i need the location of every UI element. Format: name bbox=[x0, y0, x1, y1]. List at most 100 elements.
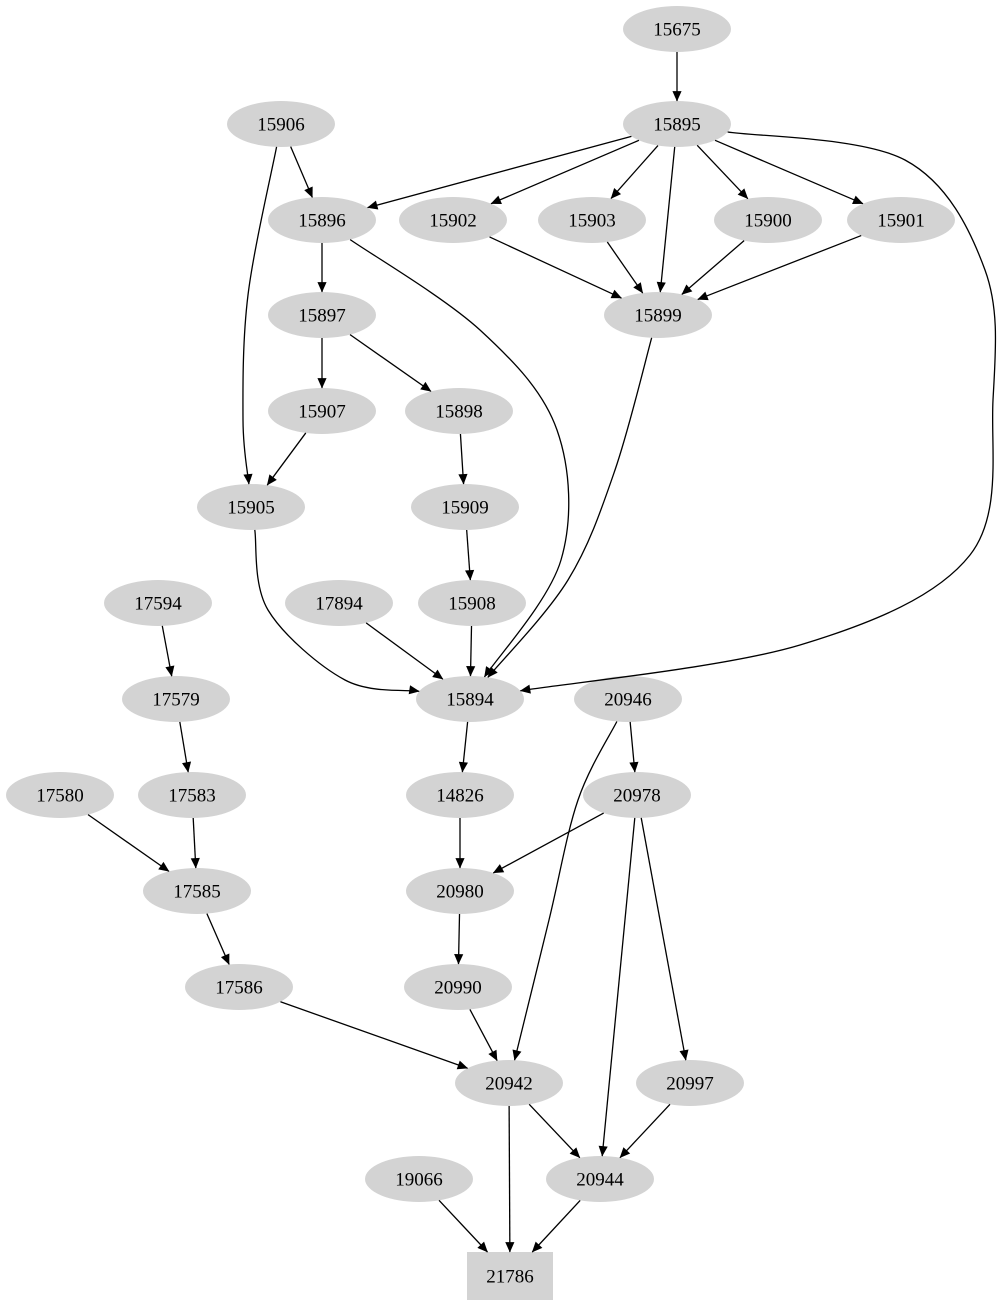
node-label: 17580 bbox=[36, 785, 84, 806]
node-ellipse bbox=[285, 580, 393, 626]
edge-line bbox=[696, 144, 749, 200]
node-ellipse bbox=[122, 676, 230, 722]
node-ellipse bbox=[6, 772, 114, 818]
node-15907: 15907 bbox=[268, 388, 376, 434]
edge-line bbox=[179, 721, 192, 773]
edge-15895-15894 bbox=[519, 131, 997, 694]
node-15901: 15901 bbox=[847, 197, 955, 243]
node-15905: 15905 bbox=[197, 484, 305, 530]
edge-15901-15899 bbox=[697, 234, 862, 301]
node-label: 15906 bbox=[257, 114, 305, 135]
node-15675: 15675 bbox=[623, 6, 731, 52]
node-ellipse bbox=[416, 676, 524, 722]
edge-line bbox=[469, 1009, 498, 1062]
edge-15895-15901 bbox=[714, 139, 864, 205]
edge-line bbox=[87, 814, 170, 872]
edge-line bbox=[254, 529, 420, 695]
edge-15907-15905 bbox=[266, 432, 307, 486]
edge-20990-20942 bbox=[469, 1009, 498, 1062]
node-label: 15897 bbox=[298, 305, 346, 326]
edge-line bbox=[190, 817, 200, 869]
node-ellipse bbox=[623, 101, 731, 147]
node-label: 20980 bbox=[436, 881, 484, 902]
edge-17586-20942 bbox=[280, 1001, 469, 1070]
node-ellipse bbox=[406, 772, 514, 818]
node-15909: 15909 bbox=[411, 484, 519, 530]
edge-20978-20997 bbox=[640, 817, 689, 1061]
node-label: 20990 bbox=[434, 977, 482, 998]
node-17594: 17594 bbox=[104, 580, 212, 626]
node-ellipse bbox=[574, 676, 682, 722]
node-ellipse bbox=[411, 484, 519, 530]
edge-line bbox=[466, 625, 476, 677]
edge-15903-15899 bbox=[606, 241, 644, 294]
node-ellipse bbox=[185, 964, 293, 1010]
node-20944: 20944 bbox=[546, 1156, 654, 1202]
edge-line bbox=[349, 334, 432, 392]
edge-20980-20990 bbox=[454, 913, 464, 965]
edge-line bbox=[206, 913, 230, 965]
node-ellipse bbox=[583, 772, 691, 818]
node-17894: 17894 bbox=[285, 580, 393, 626]
edge-line bbox=[161, 625, 175, 677]
node-15908: 15908 bbox=[418, 580, 526, 626]
node-label: 20946 bbox=[604, 689, 652, 710]
edge-line bbox=[349, 239, 570, 678]
edge-line bbox=[242, 146, 278, 485]
node-label: 15909 bbox=[441, 497, 489, 518]
node-17579: 17579 bbox=[122, 676, 230, 722]
node-ellipse bbox=[546, 1156, 654, 1202]
edge-15908-15894 bbox=[466, 625, 476, 677]
edge-15899-15894 bbox=[487, 337, 653, 678]
edge-15897-15898 bbox=[349, 334, 432, 392]
edge-line bbox=[280, 1001, 469, 1070]
edge-line bbox=[519, 131, 997, 694]
edge-line bbox=[610, 145, 659, 199]
edge-line bbox=[438, 1199, 488, 1253]
node-label: 15901 bbox=[877, 210, 925, 231]
edge-line bbox=[489, 236, 622, 299]
node-label: 15899 bbox=[634, 305, 682, 326]
edge-17594-17579 bbox=[161, 625, 175, 677]
edge-15895-15896 bbox=[367, 135, 632, 210]
node-label: 17594 bbox=[134, 593, 182, 614]
node-label: 15908 bbox=[448, 593, 496, 614]
node-ellipse bbox=[405, 388, 513, 434]
node-21786: 21786 bbox=[467, 1252, 553, 1300]
node-20990: 20990 bbox=[404, 964, 512, 1010]
edge-17585-17586 bbox=[206, 913, 230, 965]
node-ellipse bbox=[104, 580, 212, 626]
node-ellipse bbox=[268, 388, 376, 434]
node-label: 19066 bbox=[395, 1169, 443, 1190]
node-label: 15896 bbox=[298, 210, 346, 231]
node-label: 17586 bbox=[215, 977, 263, 998]
node-ellipse bbox=[604, 292, 712, 338]
node-20980: 20980 bbox=[406, 868, 514, 914]
edge-15906-15896 bbox=[290, 146, 313, 198]
node-label: 17583 bbox=[168, 785, 216, 806]
edge-19066-21786 bbox=[438, 1199, 488, 1253]
node-15897: 15897 bbox=[268, 292, 376, 338]
edge-15909-15908 bbox=[465, 529, 475, 581]
node-label: 15894 bbox=[446, 689, 494, 710]
edge-20978-20944 bbox=[598, 817, 636, 1157]
edge-15895-15903 bbox=[610, 145, 659, 199]
node-15894: 15894 bbox=[416, 676, 524, 722]
edge-line bbox=[487, 337, 653, 678]
node-ellipse bbox=[365, 1156, 473, 1202]
node-label: 15898 bbox=[435, 401, 483, 422]
node-ellipse bbox=[138, 772, 246, 818]
edge-line bbox=[505, 1105, 515, 1253]
edge-line bbox=[640, 817, 689, 1061]
node-label: 15675 bbox=[653, 19, 701, 40]
node-ellipse bbox=[455, 1060, 563, 1106]
node-14826: 14826 bbox=[406, 772, 514, 818]
node-ellipse bbox=[847, 197, 955, 243]
node-ellipse bbox=[143, 868, 251, 914]
edge-15895-15899 bbox=[656, 146, 676, 293]
node-label: 17894 bbox=[315, 593, 363, 614]
edge-15900-15899 bbox=[681, 240, 745, 295]
node-17585: 17585 bbox=[143, 868, 251, 914]
